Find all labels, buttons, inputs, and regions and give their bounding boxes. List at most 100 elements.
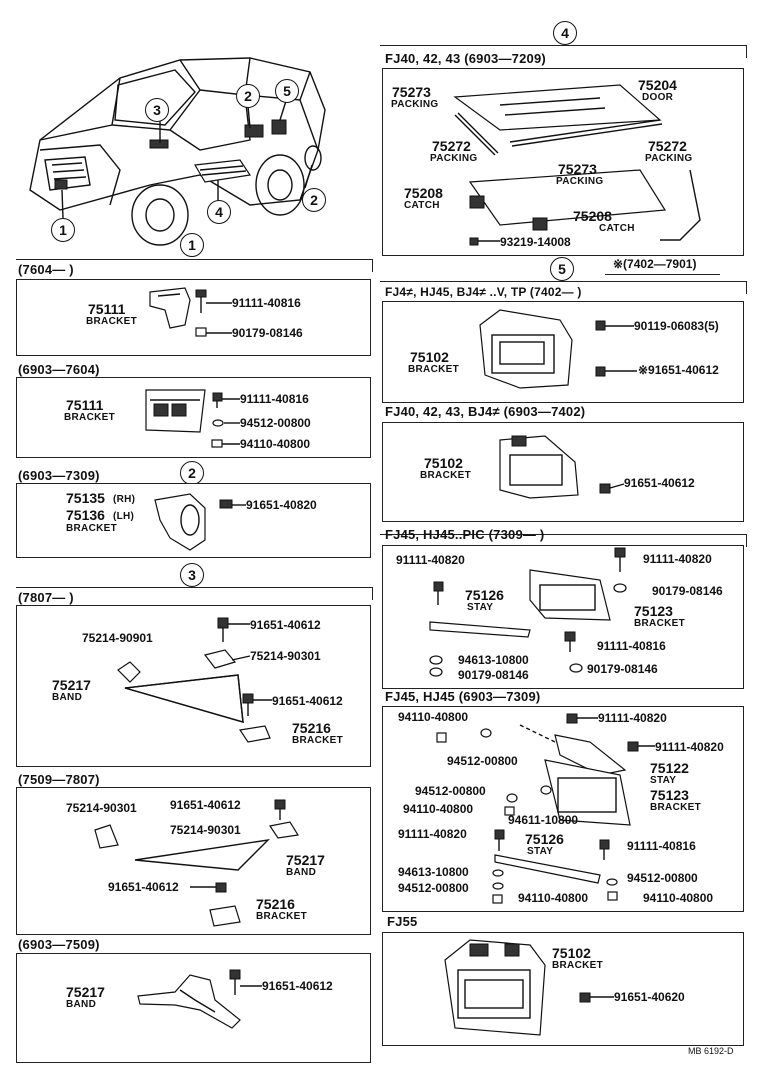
section-callout-2: 2 [180,461,204,485]
part-number-91111-40820-b: 91111-40820 [643,552,712,566]
part-side-rh: (RH) [113,494,136,505]
part-number-75136: 75136 [66,507,105,523]
section-box-7509-7807 [16,787,371,935]
part-number-75214-90301-b: 75214-90301 [170,823,241,837]
part-number-75216: 75216 [292,720,331,736]
part-name-catch-a: CATCH [404,200,440,211]
section-title-6903-7509: (6903—7509) [18,937,100,952]
part-number-75272-a: 75272 [432,138,471,154]
part-number-75214-90901: 75214-90901 [82,631,153,645]
part-name-band-b: BAND [286,867,317,878]
section-bracket-line-b [16,587,373,600]
part-name-packing-b: PACKING [430,153,478,164]
section-callout-3: 3 [180,563,204,587]
part-number-75126-b: 75126 [525,831,564,847]
part-name-bracket-j: BRACKET [552,960,603,971]
part-name-stay-c: STAY [527,846,554,857]
part-number-91111-40820-a: 91111-40820 [396,553,465,567]
part-name-bracket-f: BRACKET [408,364,459,375]
part-name-band: BAND [52,692,83,703]
part-number-91651-40612-e: 91651-40612 [262,979,333,993]
part-number-75273-a: 75273 [392,84,431,100]
vehicle-callout-5: 5 [275,79,299,103]
part-number-75102-a: 75102 [410,349,449,365]
section-title-7509-7807: (7509—7807) [18,772,100,787]
part-name-bracket-e: BRACKET [256,911,307,922]
part-number-91111-40816-d: 91111-40816 [627,839,696,853]
part-number-94512-00800: 94512-00800 [240,416,311,430]
part-number-94512-00800-d: 94512-00800 [398,881,469,895]
part-number-94110-40800-d: 94110-40800 [643,891,714,905]
part-number-91651-40612-d: 91651-40612 [108,880,179,894]
part-name-bracket-g: BRACKET [420,470,471,481]
part-name-bracket-c: BRACKET [66,523,117,534]
part-number-94110-40800-b: 94110-40800 [403,802,474,816]
part-number-94110-40800: 94110-40800 [240,437,311,451]
part-number-75126-a: 75126 [465,587,504,603]
part-number-90179-08146-b: 90179-08146 [652,584,723,598]
part-number-94613-10800-b: 94613-10800 [398,865,469,879]
section-box-fj55 [382,932,744,1046]
part-name-bracket-i: BRACKET [650,802,701,813]
section-title-7807: (7807— ) [18,590,74,605]
part-name-bracket-b: BRACKET [64,412,115,423]
part-number-75122: 75122 [650,760,689,776]
section-bracket-line-c [380,45,747,58]
part-number-91111-40816: 91111-40816 [232,296,301,310]
part-number-90179-08146: 90179-08146 [232,326,303,340]
part-name-stay-b: STAY [650,775,677,786]
part-name-catch-b: CATCH [599,223,635,234]
section-box-7604 [16,279,371,356]
part-number-91651-40612-f: ※91651-40612 [638,363,719,377]
part-number-75214-90301: 75214-90301 [250,649,321,663]
section-title-fj40-6903-7209: FJ40, 42, 43 (6903—7209) [385,51,546,66]
part-name-packing-a: PACKING [391,99,439,110]
vehicle-callout-2a: 2 [236,84,260,108]
part-name-bracket-h: BRACKET [634,618,685,629]
section-title-fj40-6903-7402: FJ40, 42, 43, BJ4≠ (6903—7402) [385,404,586,419]
section-callout-4: 4 [553,21,577,45]
note-7402-7901: ※(7402—7901) [613,257,697,271]
part-number-75217: 75217 [52,677,91,693]
part-number-75123-a: 75123 [634,603,673,619]
part-number-75217-c: 75217 [66,984,105,1000]
part-number-75123-b: 75123 [650,787,689,803]
part-number-75272-b: 75272 [648,138,687,154]
section-title-6903-7604: (6903—7604) [18,362,100,377]
vehicle-callout-4: 4 [207,200,231,224]
section-title-fj45-6903-7309: FJ45, HJ45 (6903—7309) [385,689,541,704]
part-number-94613-10800: 94613-10800 [458,653,529,667]
section-title-6903-7309: (6903—7309) [18,468,100,483]
part-number-75102-c: 75102 [552,945,591,961]
section-title-fj45-7309: FJ45, HJ45..PIC (7309— ) [385,527,545,542]
part-number-90179-08146-c: 90179-08146 [458,668,529,682]
part-name-stay-a: STAY [467,602,494,613]
part-number-91651-40820: 91651-40820 [246,498,317,512]
section-title-fj4-7402: FJ4≠, HJ45, BJ4≠ ..V, TP (7402— ) [385,285,582,299]
part-number-94512-00800-c: 94512-00800 [627,871,698,885]
section-callout-5: 5 [550,257,574,281]
part-number-91111-40820-d: 91111-40820 [655,740,724,754]
part-number-75208-a: 75208 [404,185,443,201]
part-number-90119-06083: 90119-06083(5) [634,319,719,333]
part-name-band-c: BAND [66,999,97,1010]
part-number-75135: 75135 [66,490,105,506]
part-number-91651-40612-g: 91651-40612 [624,476,695,490]
part-number-91111-40820-e: 91111-40820 [398,827,467,841]
part-number-91651-40620: 91651-40620 [614,990,685,1004]
part-number-75111: 75111 [88,301,126,317]
part-number-91651-40612-c: 91651-40612 [170,798,241,812]
section-bracket-line [16,259,373,272]
part-number-75273-b: 75273 [558,161,597,177]
part-number-75216-b: 75216 [256,896,295,912]
note-underline [605,274,720,275]
